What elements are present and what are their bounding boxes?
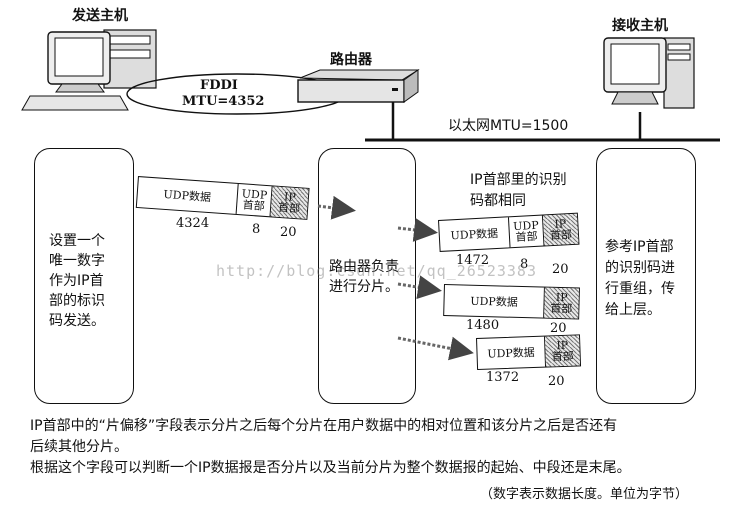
note-line-2: 后续其他分片。 [30,439,128,455]
left-box-line: 设置一个 [49,233,105,249]
right-box-line: 行重组，传 [605,281,675,297]
note-line-1: IP首部中的“片偏移”字段表示分片之后每个分片在用户数据中的相对位置和该分片之后… [30,418,618,434]
receiver-computer-icon [603,37,695,109]
fragment-3-data-size: 1372 [486,370,520,385]
right-box-line: 参考IP首部 [605,239,674,255]
network-topology [21,29,720,142]
note-line-3: 根据这个字段可以判断一个IP数据报是否分片以及当前分片为整个数据报的起始、中段还… [30,460,631,476]
left-box-line: 作为IP首 [49,273,104,289]
unit-note: （数字表示数据长度。单位为字节） [480,487,689,502]
router-icon [297,69,420,103]
right-box-line: 的识别码进 [605,260,675,276]
receiver-label: 接收主机 [612,18,668,34]
sender-computer-icon [21,29,157,111]
right-box-line: 给上层。 [605,302,661,318]
left-box-line: 部的标识 [49,293,105,309]
fragment-3-ip-size: 20 [548,374,565,389]
same-id-line: IP首部里的识别 [470,172,567,188]
fddi-label: FDDI [200,78,238,93]
fragment-1-ip-size: 20 [552,262,569,277]
arrow-to-fragment-2 [397,275,442,300]
arrow-to-router [317,195,356,220]
left-box-line: 码发送。 [49,313,105,329]
sender-label: 发送主机 [72,8,128,24]
watermark: http://blog.csdn.net/qq_26523383 [216,262,537,280]
same-id-line: 码都相同 [470,193,526,209]
arrow-to-fragment-1 [397,217,438,242]
fragment-1-data-size: 1472 [456,253,490,268]
fragment-2-ip-size: 20 [550,321,567,336]
fragment-2-data-size: 1480 [466,318,500,333]
fddi-mtu-label: MTU=4352 [182,94,265,109]
router-label: 路由器 [330,52,372,68]
sender-process-box: 设置一个 唯一数字 作为IP首 部的标识 码发送。 [34,148,134,404]
arrow-to-fragment-3 [397,336,474,361]
middle-box-line: 路由器负责 [329,259,399,275]
original-data-size: 4324 [176,216,210,231]
same-id-label: IP首部里的识别 码都相同 [470,170,567,212]
router-process-box: 路由器负责 进行分片。 [318,148,416,404]
ethernet-mtu-label: 以太网MTU=1500 [448,118,569,134]
fragment-1-udp-size: 8 [520,257,529,272]
original-ip-size: 20 [280,225,297,240]
receiver-process-box: 参考IP首部 的识别码进 行重组，传 给上层。 [596,148,696,404]
left-box-line: 唯一数字 [49,253,105,269]
middle-box-line: 进行分片。 [329,279,399,295]
original-udp-size: 8 [252,222,261,237]
